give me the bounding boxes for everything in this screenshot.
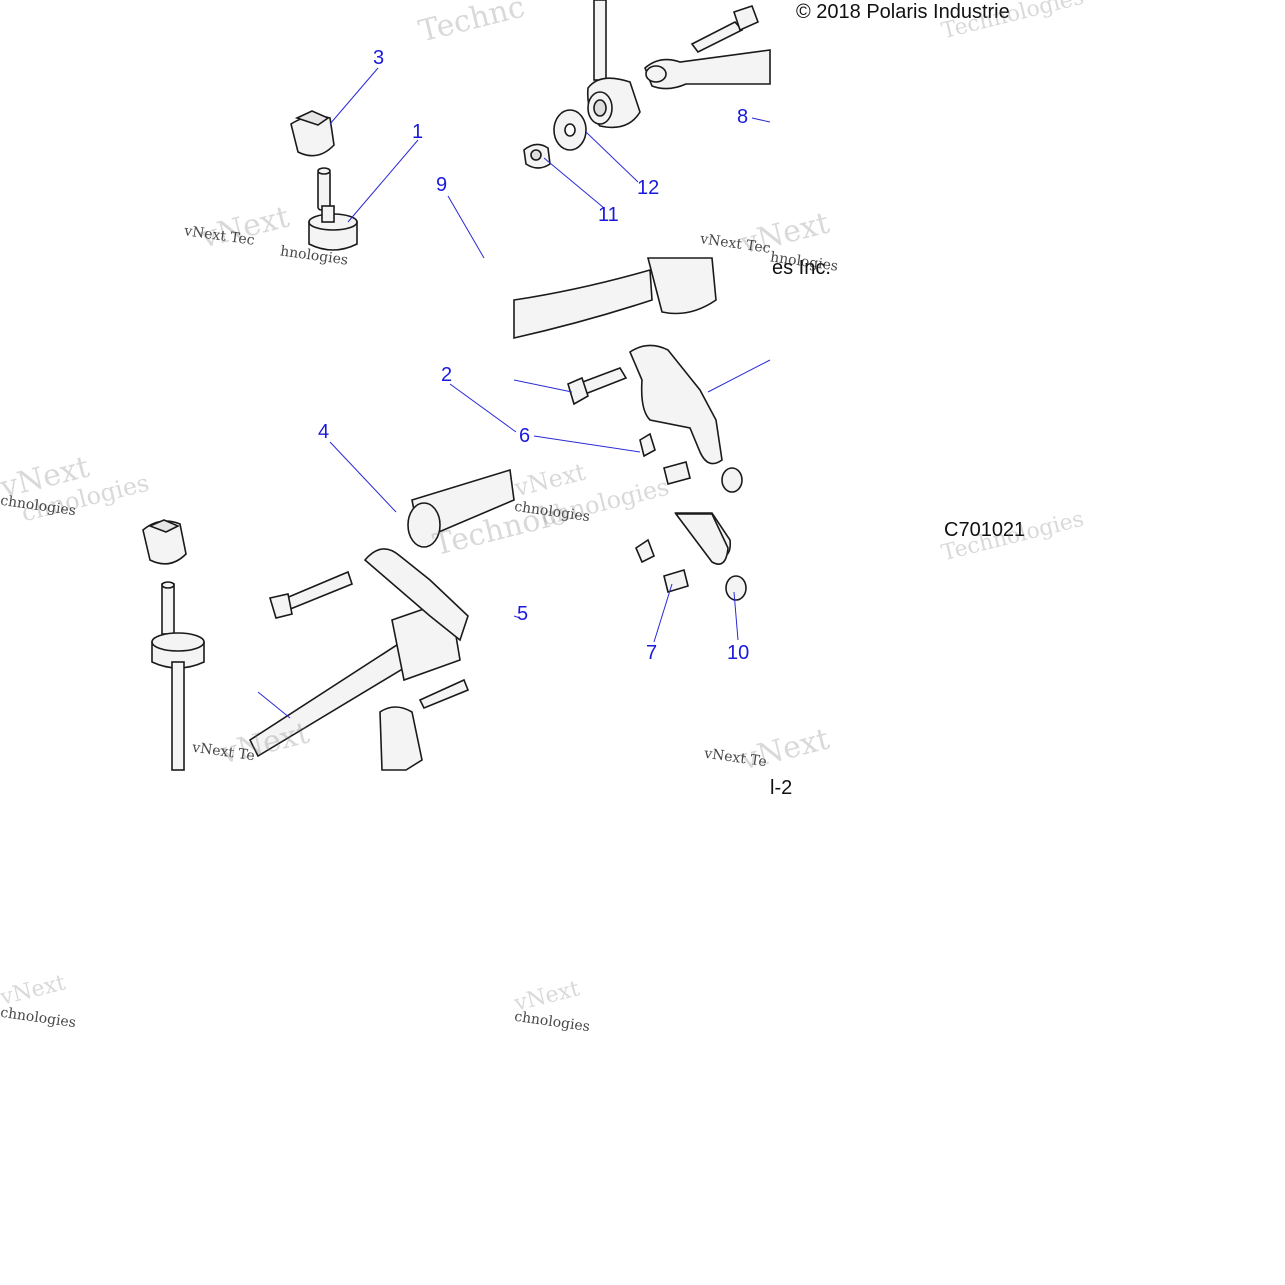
diagram-code: C701021 [944, 519, 1026, 541]
callout-3: 3 [373, 47, 385, 69]
page-fragment: l-2 [770, 777, 793, 799]
end-link-top-left [290, 110, 358, 251]
link-top-middle [523, 0, 771, 169]
callout-12: 12 [637, 177, 660, 199]
callout-7: 7 [646, 642, 658, 664]
copyright-text: © 2018 Polaris Industrie [796, 1, 1010, 23]
callout-6: 6 [519, 425, 531, 447]
company-fragment: es Inc. [772, 257, 831, 279]
blank-tiles [0, 0, 160, 260]
callout-9: 9 [436, 174, 448, 196]
callout-10: 10 [727, 642, 750, 664]
callout-11: 11 [598, 204, 619, 226]
leader-lines [257, 67, 771, 719]
callout-8: 8 [737, 106, 749, 128]
callout-2: 2 [441, 364, 453, 386]
callout-5: 5 [517, 603, 529, 625]
stabilizer-bottom [142, 468, 747, 771]
callout-4: 4 [318, 421, 330, 443]
stabilizer-mid [513, 257, 743, 558]
callout-1: 1 [412, 121, 424, 143]
